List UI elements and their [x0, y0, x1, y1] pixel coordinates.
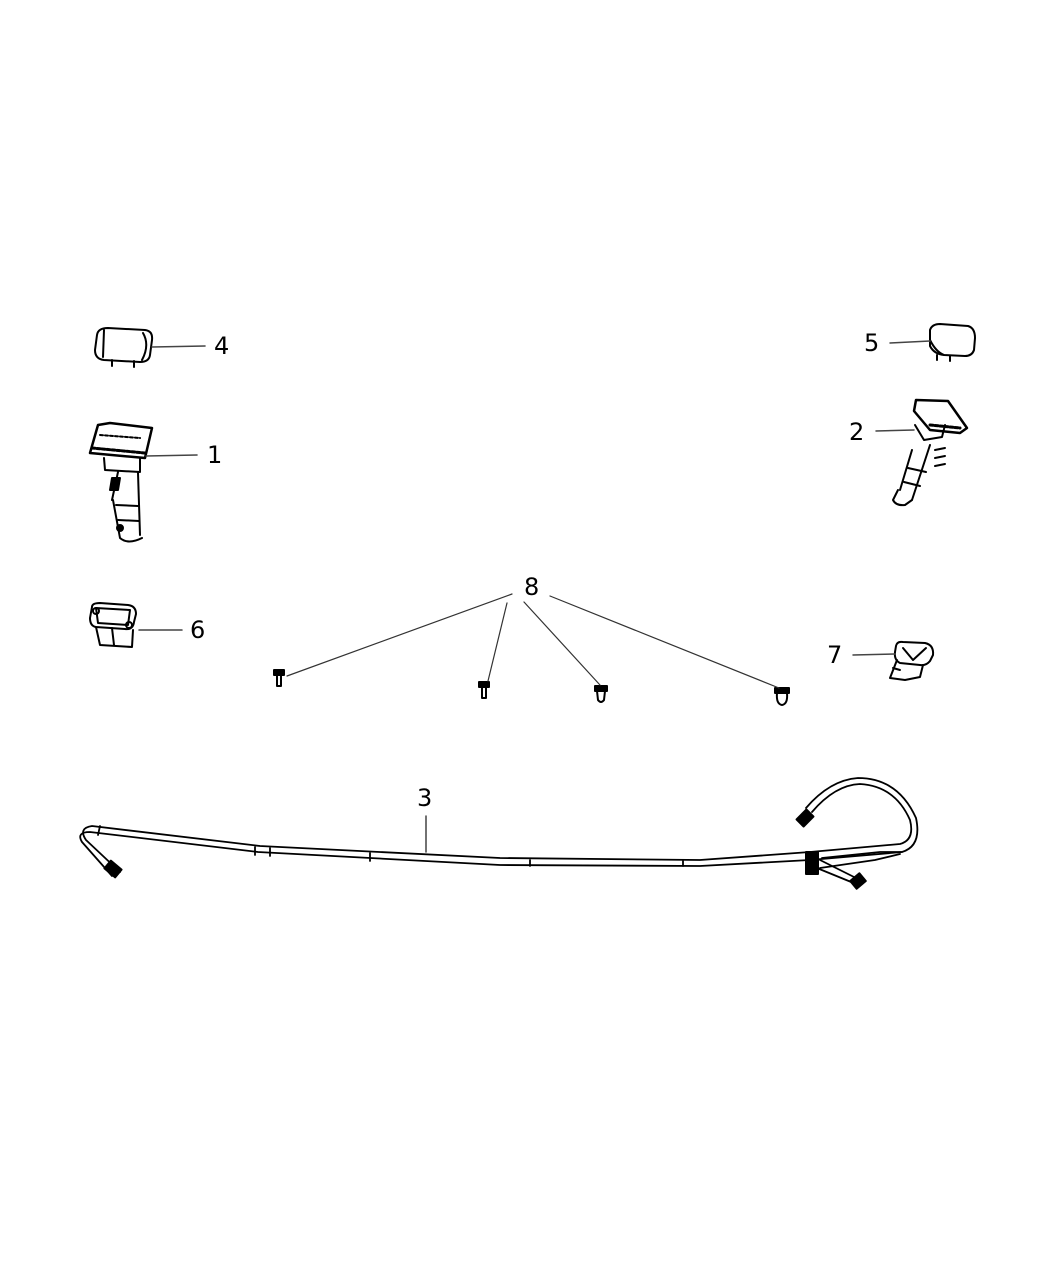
- part-4-cap-left[interactable]: [94, 327, 154, 368]
- callout-4: 4: [214, 332, 230, 360]
- leader-line-5: [889, 340, 931, 344]
- part-5-cap-right[interactable]: [929, 323, 976, 362]
- leader-line-1: [145, 454, 198, 457]
- callout-3: 3: [417, 784, 433, 812]
- hose-connectors: [103, 808, 867, 890]
- callout-5: 5: [864, 329, 880, 357]
- part-8-clip-4[interactable]: [774, 687, 790, 706]
- part-7-bracket-right[interactable]: [889, 640, 935, 681]
- leader-line-4: [151, 345, 206, 348]
- callout-1: 1: [207, 441, 223, 469]
- leader-lines-8: [286, 593, 780, 689]
- callout-6: 6: [190, 616, 206, 644]
- callout-2: 2: [849, 418, 865, 446]
- leader-line-2: [875, 429, 915, 432]
- callout-8: 8: [524, 573, 540, 601]
- part-6-bracket-left[interactable]: [89, 602, 137, 648]
- part-8-clip-2[interactable]: [478, 681, 490, 699]
- part-1-nozzle-left[interactable]: [88, 421, 154, 543]
- part-8-clip-3[interactable]: [594, 685, 608, 703]
- part-8-clip-1[interactable]: [273, 669, 285, 687]
- callout-7: 7: [827, 641, 843, 669]
- part-2-nozzle-right[interactable]: [892, 398, 969, 507]
- part-3-hose-assembly[interactable]: [79, 777, 919, 885]
- leader-line-7: [852, 653, 896, 656]
